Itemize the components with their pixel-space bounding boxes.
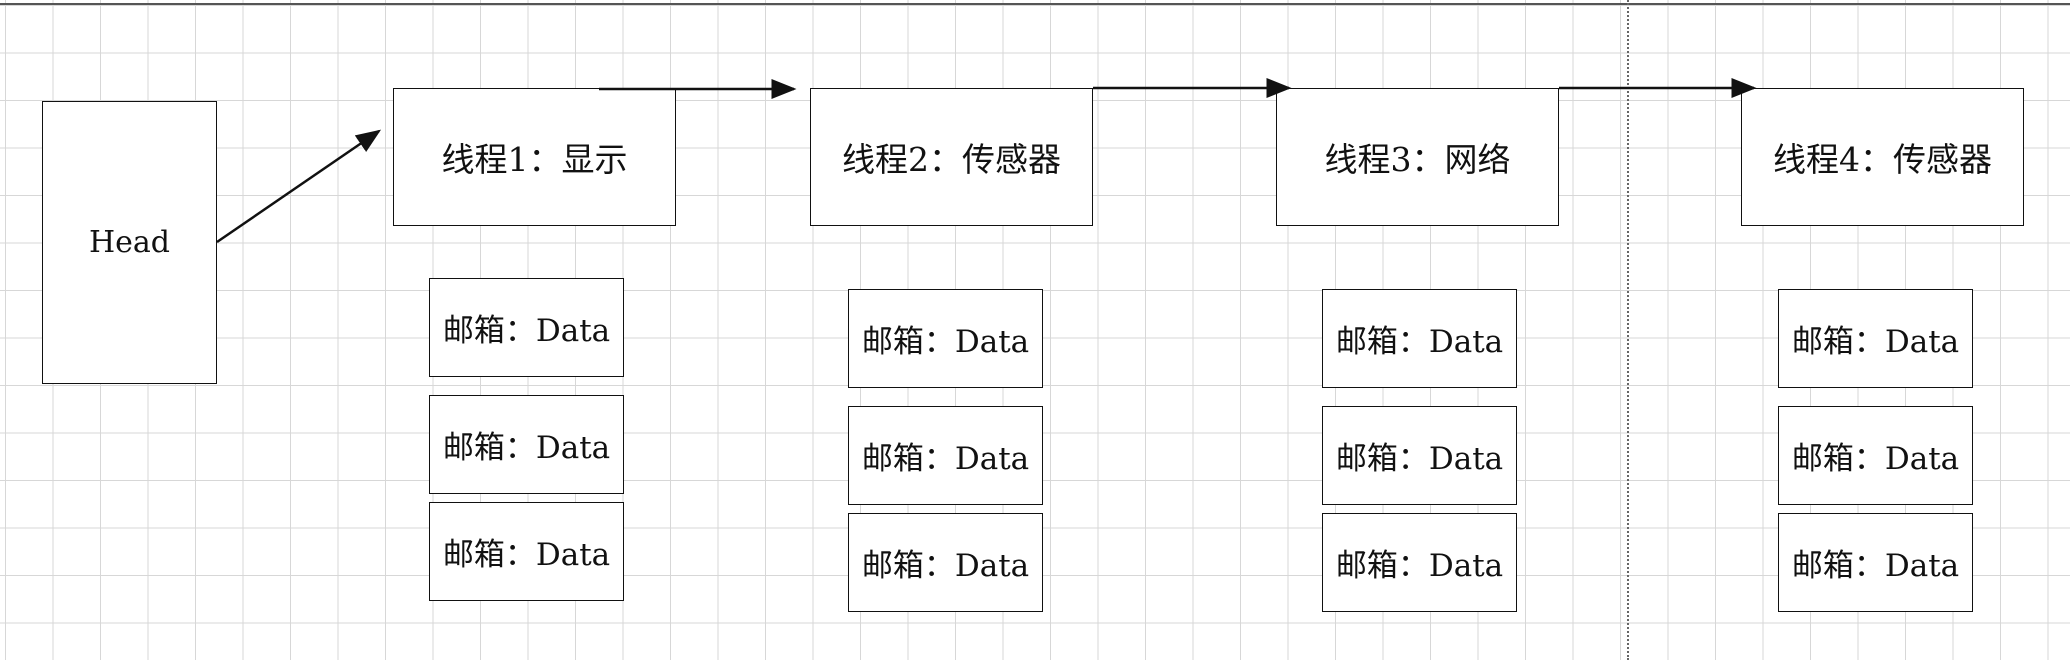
thread-node-1: 线程1：显示 bbox=[393, 88, 676, 226]
mailbox-1-2: 邮箱：Data bbox=[429, 395, 624, 494]
thread-node-3: 线程3：网络 bbox=[1276, 88, 1559, 226]
mailbox-2-1: 邮箱：Data bbox=[848, 289, 1043, 388]
mailbox-3-3: 邮箱：Data bbox=[1322, 513, 1517, 612]
mailbox-1-3: 邮箱：Data bbox=[429, 502, 624, 601]
mailbox-3-1: 邮箱：Data bbox=[1322, 289, 1517, 388]
mailbox-4-1: 邮箱：Data bbox=[1778, 289, 1973, 388]
arrow-head-to-thread-1 bbox=[216, 129, 382, 244]
thread-node-4: 线程4：传感器 bbox=[1741, 88, 2024, 226]
mailbox-4-2: 邮箱：Data bbox=[1778, 406, 1973, 505]
mailbox-3-2: 邮箱：Data bbox=[1322, 406, 1517, 505]
thread-node-2: 线程2：传感器 bbox=[810, 88, 1093, 226]
mailbox-4-3: 邮箱：Data bbox=[1778, 513, 1973, 612]
head-node: Head bbox=[42, 101, 217, 384]
mailbox-2-2: 邮箱：Data bbox=[848, 406, 1043, 505]
mailbox-2-3: 邮箱：Data bbox=[848, 513, 1043, 612]
top-border-line bbox=[0, 3, 2070, 5]
page-break-line bbox=[1627, 0, 1629, 660]
mailbox-1-1: 邮箱：Data bbox=[429, 278, 624, 377]
